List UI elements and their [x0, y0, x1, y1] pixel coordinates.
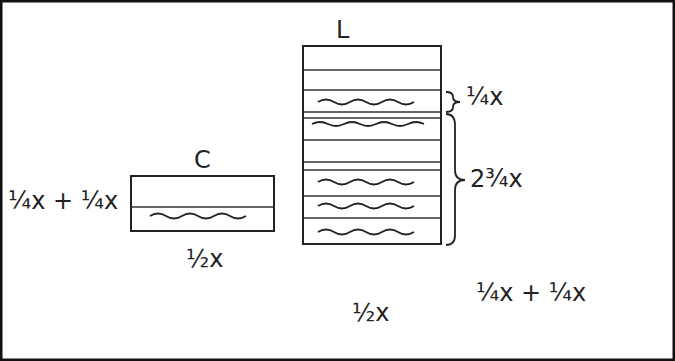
box-heading: C: [194, 147, 211, 173]
dimension-label: ¼x: [466, 84, 503, 110]
shading-squiggles: [150, 100, 424, 235]
box-lines: [130, 70, 442, 218]
brace: [446, 92, 465, 245]
dimension-label: ¼x + ¼x: [476, 280, 586, 306]
dimension-label: ½x: [186, 246, 223, 272]
shaded-box: L: [302, 45, 442, 245]
shaded-box: C: [130, 175, 275, 232]
dimension-label: ½x: [352, 300, 389, 326]
dimension-label: ¼x + ¼x: [8, 188, 118, 214]
box-heading: L: [336, 17, 349, 43]
dimension-label: 2¾x: [470, 166, 523, 192]
